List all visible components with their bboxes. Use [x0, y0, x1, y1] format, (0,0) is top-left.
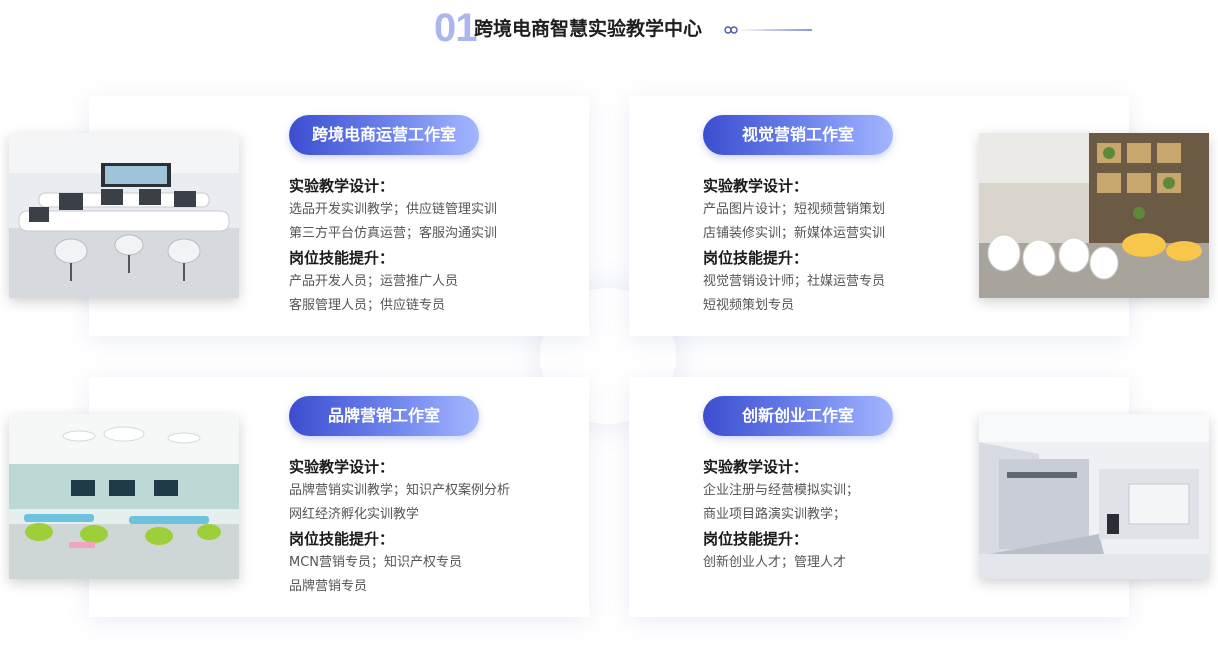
- skill-line: 产品开发人员；运营推广人员: [289, 274, 459, 289]
- design-line: 企业注册与经营模拟实训；: [703, 483, 860, 498]
- section-number: 01: [434, 6, 477, 50]
- design-heading: 实验教学设计：: [703, 177, 809, 195]
- studio-title-brand[interactable]: 品牌营销工作室: [289, 396, 479, 436]
- section-header: 01 跨境电商智慧实验教学中心: [430, 6, 812, 50]
- design-line: 产品图片设计；短视频营销策划: [703, 202, 886, 217]
- studio-title-cross-border[interactable]: 跨境电商运营工作室: [289, 115, 479, 155]
- studio-details-innovation: 实验教学设计： 企业注册与经营模拟实训； 商业项目路演实训教学； 岗位技能提升：…: [703, 455, 963, 575]
- section-title: 跨境电商智慧实验教学中心: [474, 18, 703, 40]
- decorative-line-icon: [724, 26, 812, 34]
- skill-heading: 岗位技能提升：: [703, 249, 809, 267]
- design-heading: 实验教学设计：: [289, 177, 395, 195]
- skill-line: 短视频策划专员: [703, 298, 795, 313]
- skill-line: MCN营销专员；知识产权专员: [289, 555, 463, 570]
- design-line: 店铺装修实训；新媒体运营实训: [703, 226, 886, 241]
- design-line: 第三方平台仿真运营；客服沟通实训: [289, 226, 498, 241]
- design-line: 品牌营销实训教学；知识产权案例分析: [289, 483, 511, 498]
- skill-line: 品牌营销专员: [289, 579, 368, 594]
- studio-photo-lounge: [979, 133, 1209, 298]
- skill-line: 创新创业人才；管理人才: [703, 555, 847, 570]
- skill-heading: 岗位技能提升：: [289, 249, 395, 267]
- studio-photo-office: [979, 414, 1209, 579]
- skill-heading: 岗位技能提升：: [703, 530, 809, 548]
- skill-line: 视觉营销设计师；社媒运营专员: [703, 274, 886, 289]
- studio-details-visual: 实验教学设计： 产品图片设计；短视频营销策划 店铺装修实训；新媒体运营实训 岗位…: [703, 174, 963, 318]
- design-line: 商业项目路演实训教学；: [703, 507, 847, 522]
- skill-heading: 岗位技能提升：: [289, 530, 395, 548]
- design-line: 选品开发实训教学；供应链管理实训: [289, 202, 498, 217]
- studio-photo-computer-lab: [9, 133, 239, 298]
- studio-title-innovation[interactable]: 创新创业工作室: [703, 396, 893, 436]
- studio-details-cross-border: 实验教学设计： 选品开发实训教学；供应链管理实训 第三方平台仿真运营；客服沟通实…: [289, 174, 549, 318]
- design-heading: 实验教学设计：: [289, 458, 395, 476]
- studio-title-visual[interactable]: 视觉营销工作室: [703, 115, 893, 155]
- design-heading: 实验教学设计：: [703, 458, 809, 476]
- design-line: 网红经济孵化实训教学: [289, 507, 420, 522]
- studio-details-brand: 实验教学设计： 品牌营销实训教学；知识产权案例分析 网红经济孵化实训教学 岗位技…: [289, 455, 549, 599]
- skill-line: 客服管理人员；供应链专员: [289, 298, 446, 313]
- studio-photo-classroom: [9, 414, 239, 579]
